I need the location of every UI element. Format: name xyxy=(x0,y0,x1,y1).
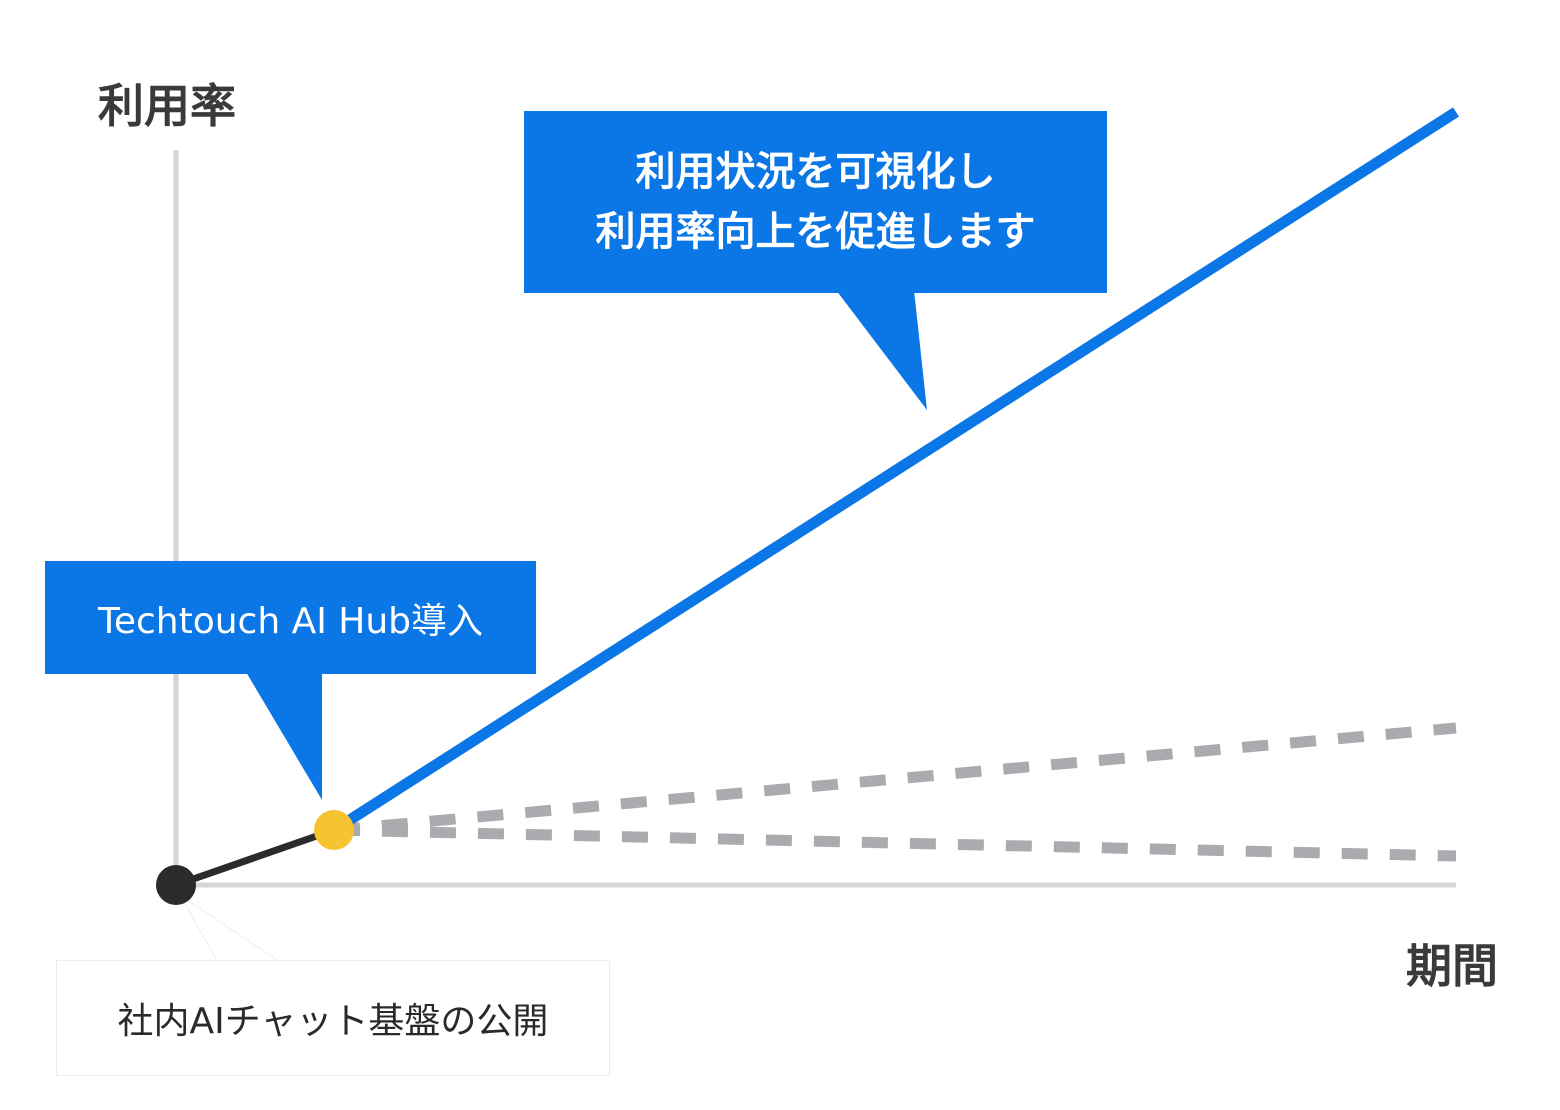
start-point xyxy=(156,865,196,905)
growth-callout-line2: 利用率向上を促進します xyxy=(595,209,1036,255)
start-callout-text: 社内AIチャット基盤の公開 xyxy=(117,1001,549,1042)
initial-segment xyxy=(174,826,336,889)
dashed-trend-lower xyxy=(333,824,1457,862)
x-axis-label: 期間 xyxy=(1406,939,1498,993)
growth-callout-pointer xyxy=(836,290,927,410)
start-callout-pointer xyxy=(179,894,282,963)
growth-callout-line1: 利用状況を可視化し xyxy=(635,149,996,195)
growth-line xyxy=(331,107,1459,835)
introduction-point xyxy=(314,810,354,850)
start-callout: 社内AIチャット基盤の公開 xyxy=(56,960,610,1076)
introduction-callout-text: Techtouch AI Hub導入 xyxy=(97,600,484,642)
introduction-callout: Techtouch AI Hub導入 xyxy=(45,561,536,674)
intro-callout-pointer xyxy=(246,672,322,800)
growth-callout: 利用状況を可視化し 利用率向上を促進します xyxy=(524,111,1107,293)
dashed-trend-upper xyxy=(333,722,1457,836)
y-axis-label: 利用率 xyxy=(98,79,236,133)
